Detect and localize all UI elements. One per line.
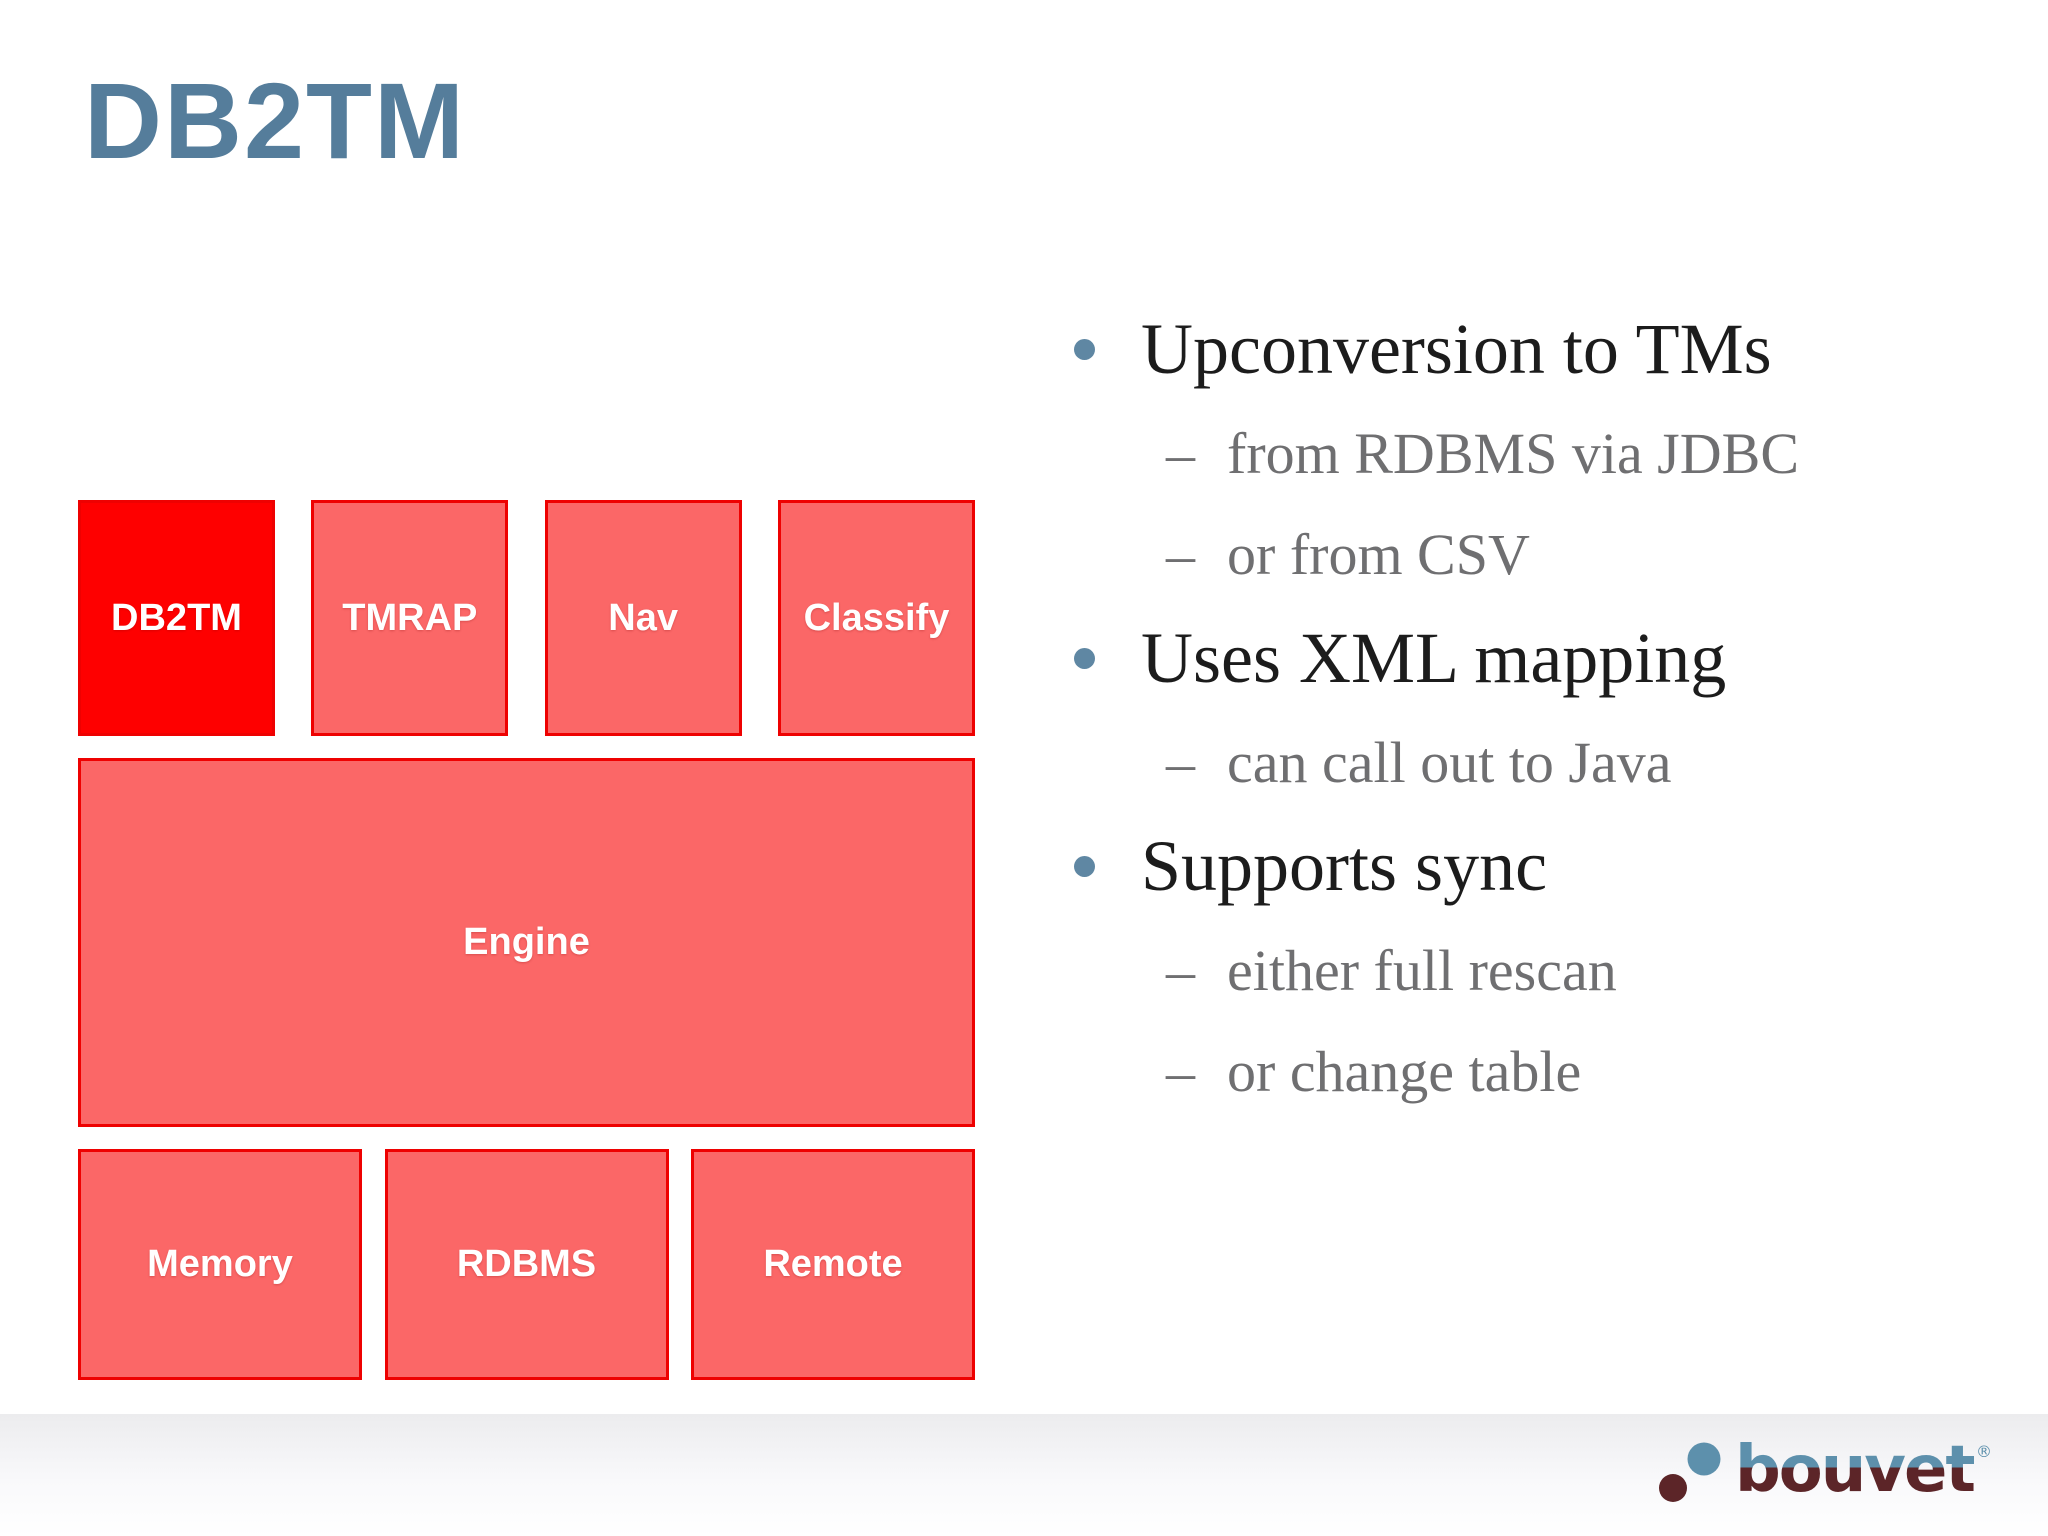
bouvet-logo: bouvet ® — [1657, 1432, 1992, 1508]
architecture-diagram: DB2TM TMRAP Nav Classify Engine Memory RDBMS… — [78, 500, 975, 1385]
bullet-item: Uses XML mapping — [1062, 605, 2037, 712]
sub-bullet-dash-icon: – — [1166, 938, 1195, 1003]
box-label: RDBMS — [456, 1243, 597, 1285]
bullet-dot-icon — [1074, 339, 1095, 360]
diagram-box-engine: Engine — [78, 758, 975, 1127]
box-label: TMRAP — [342, 596, 478, 639]
logo-wordmark: bouvet — [1734, 1433, 1976, 1507]
bullet-text: Supports sync — [1141, 826, 1548, 906]
diagram-box-rdbms: RDBMS — [384, 1149, 669, 1380]
bullet-text: either full rescan — [1227, 938, 1617, 1003]
diagram-top-row: DB2TM TMRAP Nav Classify — [78, 500, 975, 736]
diagram-box-remote: Remote — [691, 1149, 975, 1380]
bullet-text: can call out to Java — [1227, 730, 1672, 795]
bullet-dot-icon — [1074, 856, 1095, 877]
sub-bullet-dash-icon: – — [1166, 1039, 1195, 1104]
diagram-box-nav: Nav — [544, 500, 742, 736]
bullet-dot-icon — [1074, 648, 1095, 669]
box-label: Nav — [608, 596, 679, 639]
diagram-box-memory: Memory — [78, 1149, 362, 1380]
sub-bullet-dash-icon: – — [1166, 730, 1195, 795]
slide-title: DB2TM — [84, 60, 466, 181]
sub-bullet-item: –either full rescan — [1062, 920, 2037, 1021]
sub-bullet-item: –or change table — [1062, 1021, 2037, 1122]
box-label: Remote — [763, 1243, 903, 1285]
diagram-bottom-row: Memory RDBMS Remote — [78, 1149, 975, 1380]
sub-bullet-item: –from RDBMS via JDBC — [1062, 403, 2037, 504]
box-label: DB2TM — [111, 596, 242, 639]
logo-dots-icon — [1658, 1442, 1721, 1502]
box-label: Memory — [147, 1243, 293, 1285]
bullet-text: Uses XML mapping — [1141, 618, 1727, 698]
bullet-text: or from CSV — [1227, 522, 1530, 587]
diagram-box-classify: Classify — [777, 500, 975, 736]
bullet-text: Upconversion to TMs — [1141, 309, 1772, 389]
diagram-box-tmrap: TMRAP — [311, 500, 509, 736]
box-label: Classify — [803, 596, 950, 639]
footer-strip: bouvet ® — [0, 1414, 2048, 1536]
bullet-item: Upconversion to TMs — [1062, 296, 2037, 403]
bullet-text: or change table — [1227, 1039, 1582, 1104]
registered-mark: ® — [1976, 1442, 1992, 1461]
bullet-text: from RDBMS via JDBC — [1227, 421, 1800, 486]
box-label: Engine — [463, 921, 590, 963]
sub-bullet-item: –can call out to Java — [1062, 712, 2037, 813]
sub-bullet-dash-icon: – — [1166, 421, 1195, 486]
diagram-box-db2tm: DB2TM — [78, 500, 275, 736]
bullet-list: Upconversion to TMs–from RDBMS via JDBC–… — [1062, 296, 2037, 1122]
sub-bullet-dash-icon: – — [1166, 522, 1195, 587]
bullet-item: Supports sync — [1062, 813, 2037, 920]
sub-bullet-item: –or from CSV — [1062, 504, 2037, 605]
